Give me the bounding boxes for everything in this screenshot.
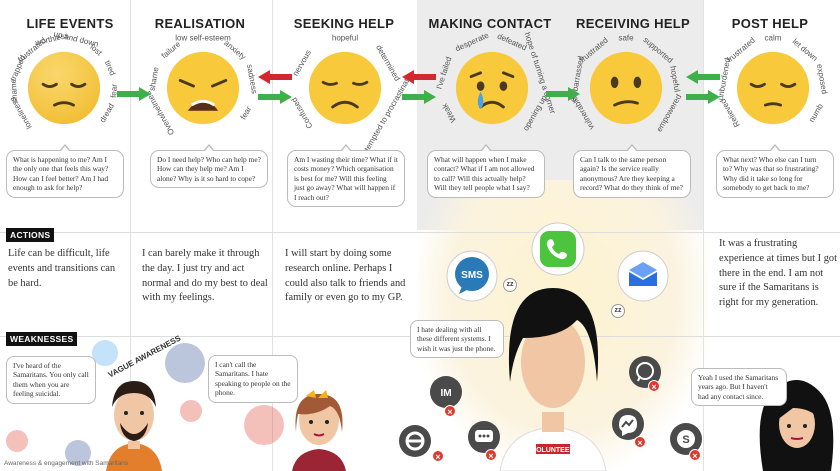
phone-icon[interactable] (531, 222, 585, 276)
emotion-word: hopeful (331, 33, 359, 43)
unavailable-x-icon: × (432, 450, 444, 462)
question-bubble-making-contact: What will happen when I make contact? Wh… (427, 144, 545, 198)
section-divider (0, 232, 840, 233)
facebook-icon (65, 440, 91, 466)
stage-title-post-help: POST HELP (731, 16, 809, 31)
email-icon[interactable] (617, 250, 669, 302)
disappointed-face-icon (308, 51, 382, 125)
stage-title-life-events: LIFE EVENTS (26, 16, 114, 31)
action-realisation: I can barely make it through the day. I … (142, 248, 268, 304)
unavailable-x-icon: × (689, 449, 701, 461)
facebook-icon (165, 343, 205, 383)
forward-arrow-icon (258, 90, 292, 104)
google-plus-icon (180, 400, 202, 422)
woman-avatar (292, 390, 346, 471)
back-arrow-icon (402, 70, 436, 84)
confused-face-icon (589, 51, 663, 125)
relieved-face-icon (736, 51, 810, 125)
column-divider (272, 0, 273, 471)
column-divider (703, 0, 704, 471)
footer-caption: Awareness & engagement with Samaritans (4, 460, 129, 467)
weaknesses-label: WEAKNESSES (6, 332, 78, 346)
sms-icon[interactable]: SMS (446, 250, 498, 302)
action-seeking-help: I will start by doing some research onli… (285, 248, 406, 304)
emotion-word: exposed (815, 63, 830, 95)
question-bubble-receiving-help: Can I talk to the same person again? Is … (573, 144, 691, 198)
weary-face-icon (166, 51, 240, 125)
forward-arrow-icon (546, 87, 580, 101)
actions-label: ACTIONS (6, 228, 55, 242)
stage-title-seeking-help: SEEKING HELP (293, 16, 395, 31)
emotion-word: calm (764, 33, 782, 43)
question-bubble-life-events: What is happening to me? Am I the only o… (6, 144, 124, 198)
question-bubble-seeking-help: Am I wasting their time? What if it cost… (287, 143, 405, 208)
google-plus-icon (244, 405, 284, 445)
skype-icon[interactable]: S (669, 422, 703, 456)
question-bubble-realisation: Do I need help? Who can help me? How can… (150, 143, 268, 189)
man-speech-bubble: I've heard of the Samaritans. You only c… (6, 356, 96, 404)
instant-message-icon[interactable]: IM (429, 375, 463, 409)
stage-title-making-contact: MAKING CONTACT (428, 16, 552, 31)
chat-icon[interactable] (467, 420, 501, 454)
stage-title-receiving-help: RECEIVING HELP (576, 16, 690, 31)
google-plus-icon (6, 430, 28, 452)
question-bubble-post-help: What next? Who else can I turn to? Why w… (716, 144, 834, 198)
sms-label: SMS (461, 270, 483, 281)
emotion-word: fear (238, 104, 254, 122)
emotion-word: safe (618, 33, 634, 43)
volunteer-avatar: VOLUNTEER (499, 288, 607, 471)
forward-arrow-icon (117, 87, 151, 101)
stage-title-realisation: REALISATION (154, 16, 246, 31)
action-life-events: Life can be difficult, life events and t… (8, 248, 116, 289)
volunteer-label: VOLUNTEER (531, 447, 574, 454)
forward-arrow-icon (686, 90, 720, 104)
sleep-zz-icon: zz (503, 278, 517, 292)
unavailable-x-icon: × (485, 449, 497, 461)
messenger-icon[interactable] (611, 407, 645, 441)
volunteer-speech-bubble: I hate dealing with all these different … (410, 320, 504, 359)
back-arrow-icon (258, 70, 292, 84)
emotion-word: low self-esteem (175, 33, 231, 43)
unavailable-x-icon: × (444, 405, 456, 417)
crying-face-icon (455, 51, 529, 125)
action-post-help: It was a frustrating experience at times… (719, 238, 838, 309)
back-arrow-icon (686, 70, 720, 84)
woman-speech-bubble: I can't call the Samaritans. I hate spea… (208, 355, 298, 403)
girl-speech-bubble: Yeah I used the Samaritans years ago. Bu… (691, 368, 787, 407)
forward-arrow-icon (402, 90, 436, 104)
emotion-word: tired (102, 59, 118, 78)
im-label: IM (440, 388, 451, 399)
unavailable-x-icon: × (634, 436, 646, 448)
sad-relieved-face-icon (27, 51, 101, 125)
sleep-zz-icon: zz (611, 304, 625, 318)
internet-explorer-icon[interactable] (398, 424, 432, 458)
column-divider (130, 0, 131, 471)
svg-text:S: S (682, 434, 689, 446)
emotion-word: shame (8, 78, 20, 104)
twitter-icon (92, 340, 118, 366)
man-avatar (106, 381, 162, 471)
unavailable-x-icon: × (648, 380, 660, 392)
